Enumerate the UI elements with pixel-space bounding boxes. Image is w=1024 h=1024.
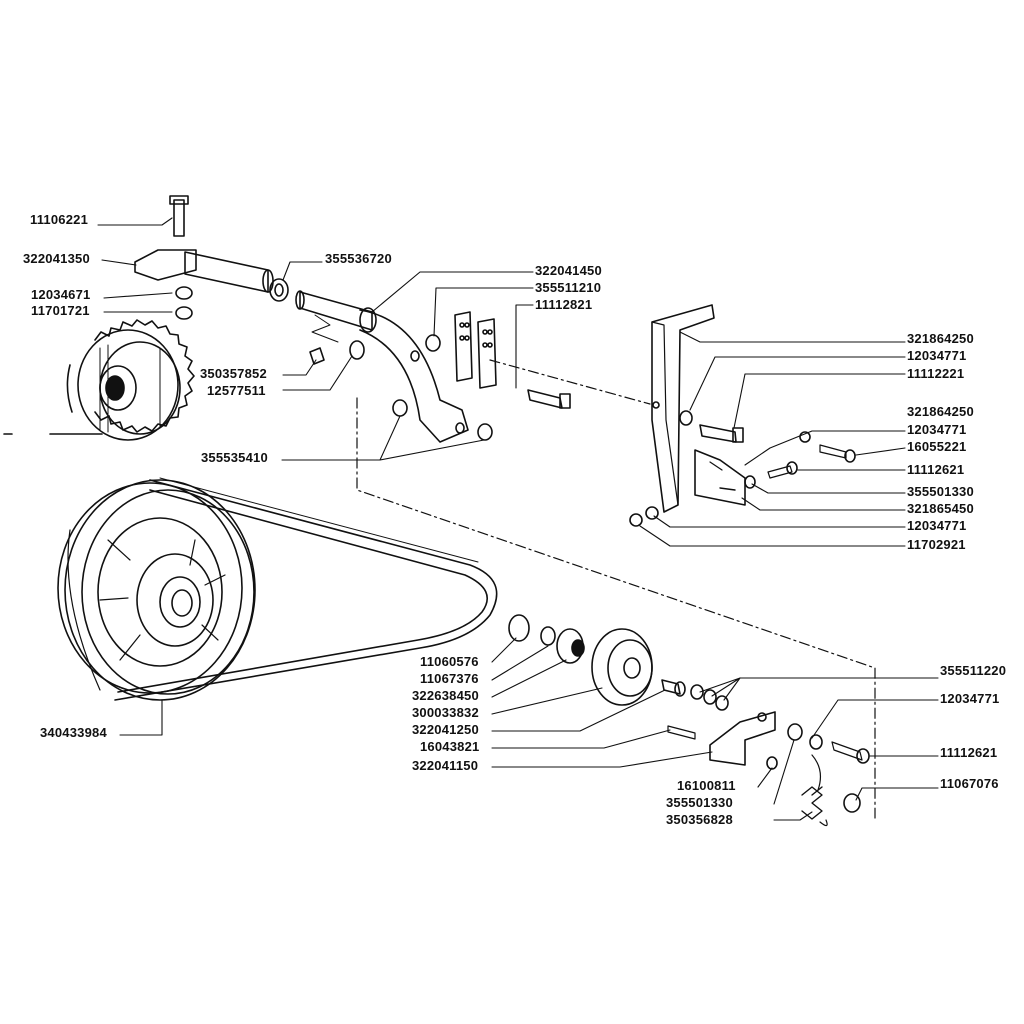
part-label-355511210: 355511210 [535,280,602,295]
part-label-355511220: 355511220 [940,663,1007,678]
part-label-11060576: 11060576 [420,654,479,669]
part-label-322041150: 322041150 [412,758,479,773]
part-label-300033832: 300033832 [412,705,479,720]
part-label-12577511: 12577511 [207,383,266,398]
part-label-11106221: 11106221 [30,212,89,227]
tension-arm [296,291,492,442]
part-label-322041350: 322041350 [23,251,90,266]
part-label-321864250-top: 321864250 [907,331,974,346]
part-label-12034771-mid: 12034771 [907,422,967,437]
part-label-12034771-top: 12034771 [907,348,967,363]
part-label-350357852: 350357852 [200,366,267,381]
part-label-322041450: 322041450 [535,263,602,278]
flywheel-ring-gear [4,320,194,440]
part-label-11701721: 11701721 [31,303,90,318]
part-label-16043821: 16043821 [420,739,480,754]
part-label-11702921: 11702921 [907,537,966,552]
assembly-centerlines [357,360,875,818]
part-label-12034671: 12034671 [31,287,91,302]
part-label-355501330-upper: 355501330 [907,484,974,499]
part-label-355501330-lower: 355501330 [666,795,733,810]
side-bracket [630,305,855,526]
part-label-350356828: 350356828 [666,812,733,827]
part-label-12034771-bottom: 12034771 [940,691,1000,706]
callout-leaders [98,218,938,820]
part-label-340433984: 340433984 [40,725,107,740]
part-label-12034771-low: 12034771 [907,518,967,533]
part-label-16055221: 16055221 [907,439,967,454]
pivot-bracket [135,196,288,319]
part-label-11112221: 11112221 [907,366,965,381]
part-label-11112821: 11112821 [535,297,593,312]
drive-belt-pulley [58,478,497,700]
part-label-16100811: 16100811 [677,778,736,793]
part-label-11067076: 11067076 [940,776,999,791]
part-label-11112621-upper: 11112621 [907,462,965,477]
part-label-355535410: 355535410 [201,450,268,465]
part-label-322638450: 322638450 [412,688,479,703]
part-label-322041250: 322041250 [412,722,479,737]
idler-assembly [509,615,869,826]
part-label-11067376: 11067376 [420,671,479,686]
adjuster-links [455,312,570,408]
part-label-321865450: 321865450 [907,501,974,516]
part-label-11112621-lower: 11112621 [940,745,998,760]
part-label-355536720: 355536720 [325,251,392,266]
part-label-321864250-mid: 321864250 [907,404,974,419]
